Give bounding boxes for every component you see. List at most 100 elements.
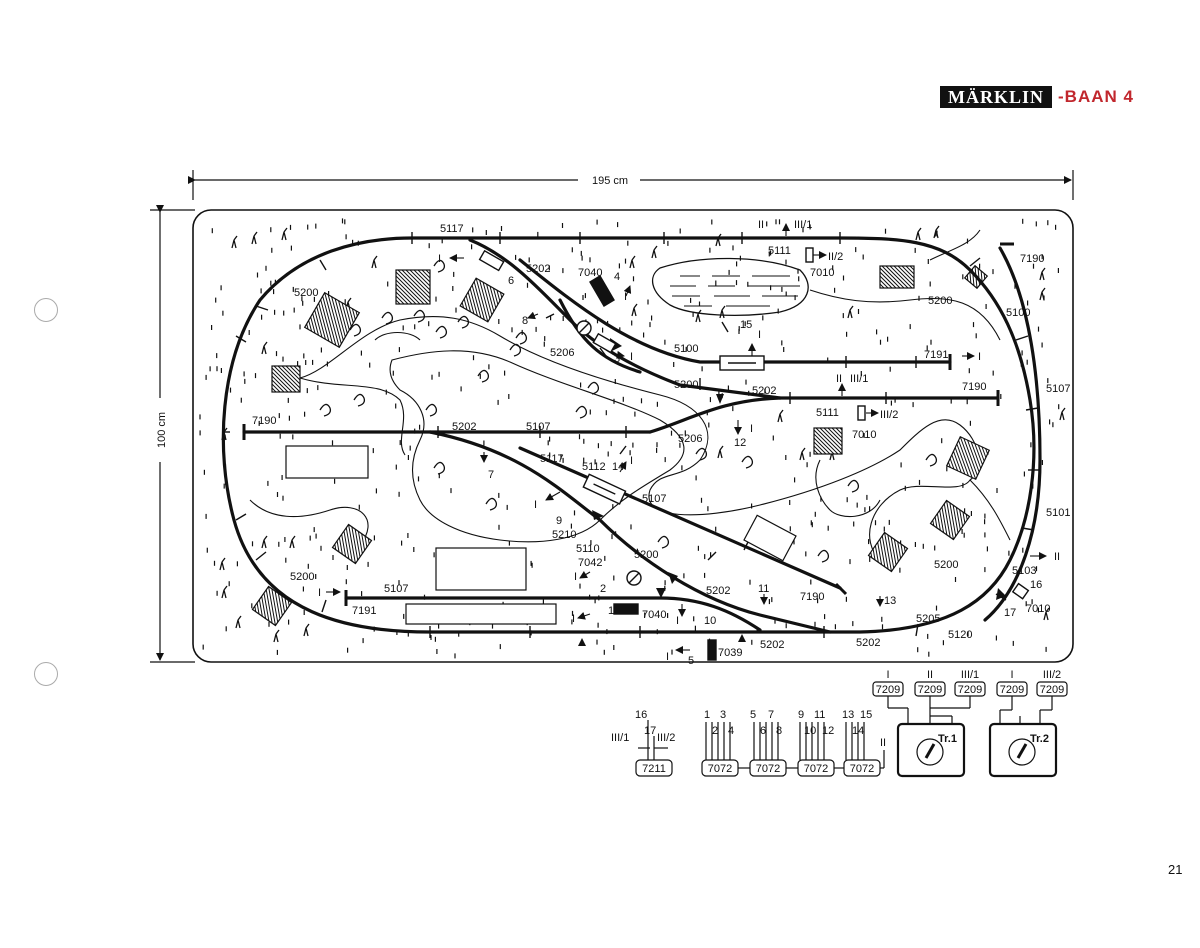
- building-outline-2: [435, 547, 527, 591]
- 7072-1-label: 7072: [708, 763, 732, 775]
- label-11: 11: [758, 583, 769, 595]
- 7209-3-label: 7209: [958, 684, 982, 696]
- 7209-3-circuit: III/1: [961, 669, 979, 681]
- 7209-4-label: 7209: [1000, 684, 1024, 696]
- label-5107-center: 5107: [526, 421, 550, 433]
- circuit-I-9: I: [534, 499, 537, 511]
- label-5100-top: 5100: [674, 343, 698, 355]
- circuit-II-top: II: [758, 219, 764, 231]
- station-platform: [405, 603, 557, 625]
- circuit-I-14: I: [630, 455, 633, 467]
- label-5100-right: 5100: [1006, 307, 1030, 319]
- label-13: 13: [884, 595, 896, 607]
- label-7: 7: [488, 469, 494, 481]
- label-6: 6: [508, 275, 514, 287]
- circuit-I-upper-left: I: [438, 253, 441, 265]
- circuit-III2-center: III/2: [880, 409, 898, 421]
- label-7042: 7042: [578, 557, 602, 569]
- label-5111-center: 5111: [816, 407, 839, 419]
- 7072-1-in-4: 4: [728, 725, 734, 737]
- label-7190-top-right: 7190: [1020, 253, 1044, 265]
- layout-board: [192, 209, 1074, 663]
- dimension-width: [188, 170, 1074, 200]
- outer-loop-track: [221, 236, 1036, 634]
- label-7191-lower: 7191: [352, 605, 376, 617]
- 7211-input-16: 16: [635, 709, 647, 721]
- control-panel: [635, 681, 1068, 778]
- 7072-3-in-3: 11: [814, 709, 825, 721]
- roof-hatching: [254, 265, 989, 626]
- circuit-I-10: I: [676, 615, 679, 627]
- signal-station: [668, 572, 678, 584]
- signal-lower-left: [578, 638, 586, 646]
- 7072-1-in-1: 1: [704, 709, 710, 721]
- label-17: 17: [1004, 607, 1016, 619]
- circuit-I-5: I: [666, 651, 669, 663]
- inner-curve-5206: [558, 298, 642, 374]
- label-4: 4: [614, 271, 620, 283]
- label-5: 5: [688, 655, 694, 667]
- binder-hole-bottom: [34, 662, 58, 686]
- 7072-2-in-2: 6: [760, 725, 766, 737]
- 7072-4-in-3: 15: [860, 709, 872, 721]
- label-5210: 5210: [552, 529, 576, 541]
- label-5202-top: 5202: [526, 263, 550, 275]
- label-5202-center: 5202: [752, 385, 776, 397]
- 7072-3-in-2: 10: [804, 725, 816, 737]
- 7072-2-in-4: 8: [776, 725, 782, 737]
- track-network: [221, 236, 1042, 634]
- circuit-I-3: I: [630, 351, 633, 363]
- circuit-II-center: II: [836, 373, 842, 385]
- 7072-out-II: II: [880, 737, 886, 749]
- label-12: 12: [734, 437, 746, 449]
- wiring-arrows: [326, 223, 1047, 654]
- label-5200-right-top: 5200: [928, 295, 952, 307]
- 7072-2-in-3: 7: [768, 709, 774, 721]
- crane-7040: [589, 275, 615, 307]
- circuit-I-1: I: [572, 613, 575, 625]
- 7211-input-17: 17: [644, 725, 656, 737]
- transformer-2-label: Tr.2: [1030, 733, 1049, 745]
- block-7039: [707, 639, 717, 661]
- 7072-2-in-1: 5: [750, 709, 756, 721]
- label-5107-lower: 5107: [642, 493, 666, 505]
- signal-7010-top: [805, 247, 814, 263]
- station-track: [344, 596, 762, 632]
- circuit-I-station: I: [318, 587, 321, 599]
- circuit-II2-top: II/2: [828, 251, 843, 263]
- buffer-stops: [242, 242, 1014, 606]
- circuit-III1-top: III/1: [794, 219, 812, 231]
- circuit-III1-center: III/1: [850, 373, 868, 385]
- brand-header: MÄRKLIN -BAAN 4: [940, 86, 1134, 108]
- label-5200-lower: 5200: [634, 549, 658, 561]
- signal-5103: [996, 588, 1006, 600]
- circuit-I-top-right: I: [978, 351, 981, 363]
- signal-5210: [592, 510, 604, 520]
- circuit-I-7040: I: [624, 291, 627, 303]
- label-7010-right: 7010: [1026, 603, 1050, 615]
- 7072-1-in-2: 2: [712, 725, 718, 737]
- layout-title: -BAAN 4: [1058, 87, 1134, 106]
- label-16: 16: [1030, 579, 1042, 591]
- label-1: 1: [608, 605, 614, 617]
- binder-hole-top: [34, 298, 58, 322]
- label-5202-bottom-b: 5202: [856, 637, 880, 649]
- crane-7040-bottom: [613, 603, 639, 615]
- accessories: [478, 247, 1030, 661]
- signals: [578, 338, 1006, 646]
- signal-7010-right: [1011, 582, 1030, 600]
- label-5205: 5205: [916, 613, 940, 625]
- label-5200-center: 5200: [674, 379, 698, 391]
- label-2: 2: [600, 583, 606, 595]
- label-5112: 5112: [582, 461, 606, 473]
- 7209-1-circuit: I: [886, 669, 889, 681]
- accessory-6: [478, 249, 505, 272]
- page-number: 21: [1168, 862, 1183, 877]
- signal-7010-center: [857, 405, 866, 421]
- label-3: 3: [614, 353, 620, 365]
- label-9: 9: [556, 515, 562, 527]
- label-7190-lower: 7190: [800, 591, 824, 603]
- upper-siding: [518, 258, 952, 364]
- label-5202-bottom-a: 5202: [760, 639, 784, 651]
